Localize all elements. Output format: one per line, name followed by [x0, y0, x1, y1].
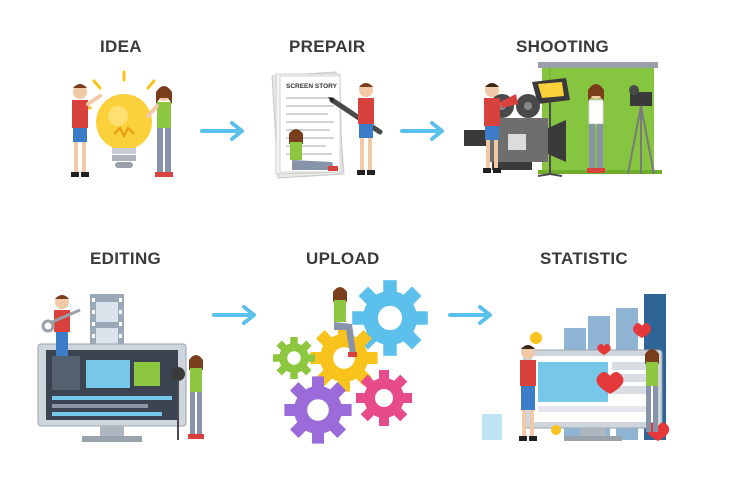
actress-figure — [587, 84, 605, 173]
coin-icon — [530, 332, 561, 435]
idea-illustration — [71, 70, 173, 177]
tripod-camera-icon — [627, 85, 655, 175]
editing-illustration — [37, 294, 204, 442]
shooting-illustration — [464, 62, 662, 177]
studio-lamp-icon — [532, 78, 570, 177]
woman-figure — [188, 355, 204, 439]
man-with-scissors-figure — [41, 295, 81, 356]
arrow-icon-prepair-to-shooting — [400, 121, 444, 141]
prepair-illustration: SCREEN STORY — [271, 71, 383, 179]
woman-sitting-figure — [289, 129, 338, 171]
gear-icon-purple — [284, 376, 352, 444]
statistic-illustration — [482, 294, 670, 441]
monitor-icon — [523, 349, 663, 441]
step-title-idea: IDEA — [100, 37, 142, 56]
step-title-editing: EDITING — [90, 249, 162, 268]
man-figure — [519, 345, 537, 441]
woman-on-gear-figure — [333, 287, 357, 357]
monitor-icon — [37, 343, 187, 442]
screen-story-label: SCREEN STORY — [286, 83, 338, 90]
director-man-figure — [483, 83, 518, 173]
man-figure — [71, 84, 102, 177]
lightbulb-icon — [80, 70, 168, 168]
man-figure — [357, 83, 375, 175]
upload-illustration — [273, 280, 428, 444]
megaphone-icon — [500, 94, 518, 108]
arrow-icon-editing-to-upload — [212, 305, 256, 325]
arrow-icon-upload-to-statistic — [448, 305, 492, 325]
gear-icon-pink — [356, 370, 412, 426]
step-title-prepair: PREPAIR — [289, 37, 366, 56]
step-title-statistic: STATISTIC — [540, 249, 629, 268]
scissors-icon — [41, 319, 55, 333]
microphone-icon — [171, 367, 185, 440]
woman-figure — [645, 349, 659, 432]
woman-figure — [146, 86, 173, 177]
gear-icon-green — [273, 337, 315, 379]
step-title-upload: UPLOAD — [306, 249, 380, 268]
arrow-icon-idea-to-prepair — [200, 121, 244, 141]
step-title-shooting: SHOOTING — [516, 37, 610, 56]
